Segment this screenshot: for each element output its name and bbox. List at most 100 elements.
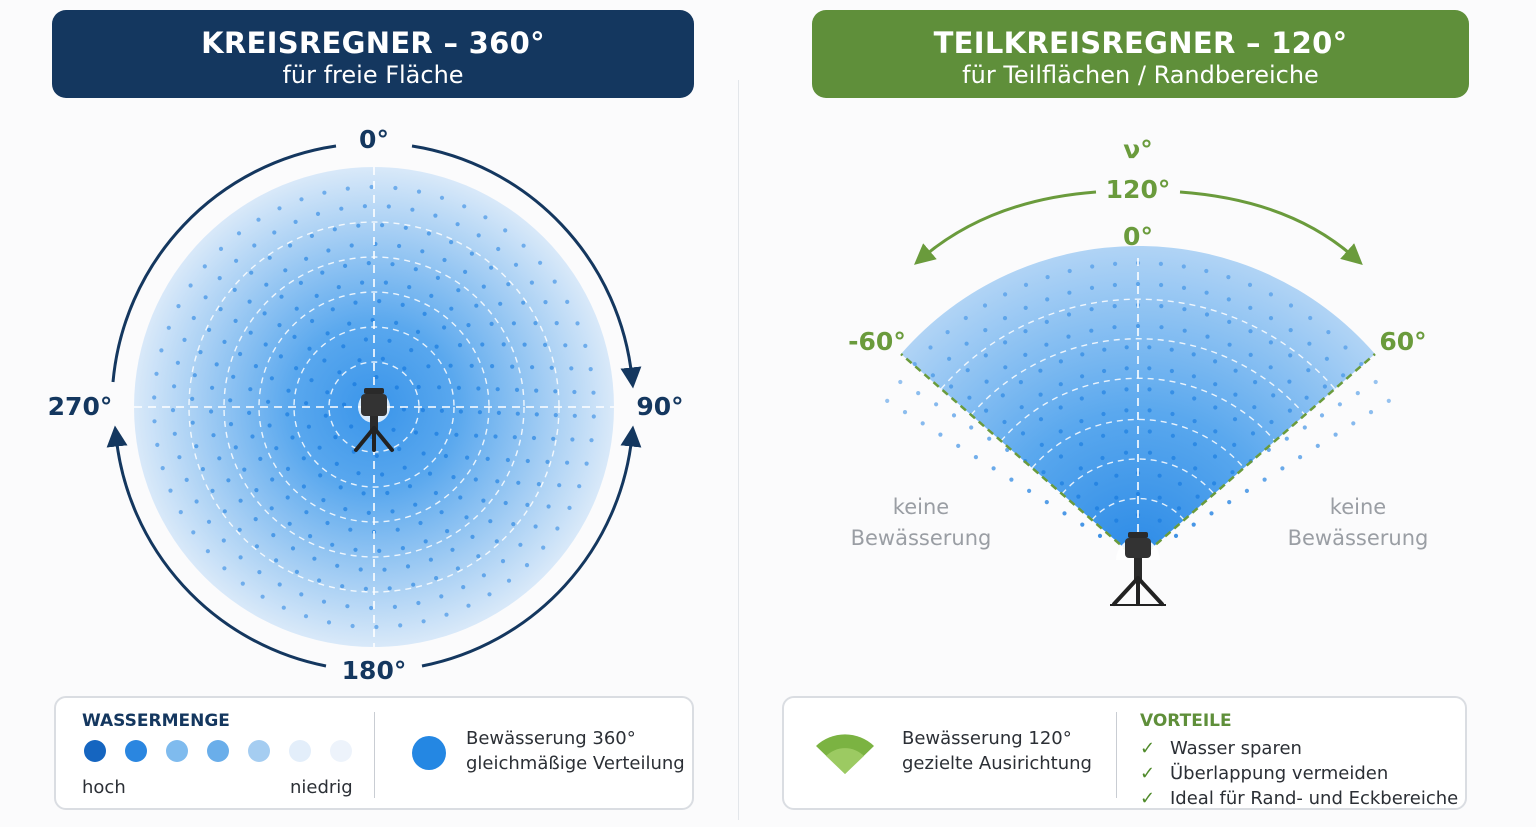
water-droplet [353, 300, 358, 305]
water-droplet [1059, 481, 1064, 486]
water-droplet [1373, 379, 1378, 385]
water-droplet [534, 412, 539, 417]
water-droplet [1045, 297, 1050, 302]
water-droplet [912, 362, 917, 367]
water-droplet [552, 279, 557, 284]
water-droplet [991, 466, 996, 471]
water-droplet [248, 387, 253, 392]
water-droplet [222, 566, 227, 571]
water-droplet [206, 519, 212, 524]
water-droplet [1306, 368, 1311, 373]
water-droplet [1113, 261, 1118, 266]
water-droplet [577, 484, 582, 489]
distance-arc [1061, 458, 1215, 495]
water-droplet [1147, 387, 1152, 392]
water-droplet [538, 260, 543, 265]
water-droplet [1230, 470, 1235, 475]
water-droplet [1076, 494, 1081, 499]
water-droplet [591, 414, 596, 419]
water-droplet [345, 186, 350, 191]
water-droplet [321, 599, 327, 604]
water-droplet [380, 223, 385, 228]
water-droplet [1080, 352, 1085, 357]
water-droplet [405, 564, 411, 569]
water-droplet [415, 329, 421, 334]
water-droplet [277, 582, 282, 587]
water-droplet [422, 311, 427, 316]
water-droplet [258, 456, 263, 461]
water-droplet [356, 223, 361, 228]
water-droplet [458, 409, 463, 414]
distance-arc [940, 298, 1336, 390]
water-droplet [392, 604, 397, 610]
water-droplet [1248, 352, 1253, 357]
water-droplet [256, 217, 261, 222]
water-droplet [1271, 393, 1276, 398]
water-droplet [583, 343, 588, 348]
water-droplet [287, 521, 292, 526]
water-droplet [397, 243, 402, 249]
water-droplet [498, 301, 503, 306]
water-droplet [1284, 436, 1289, 441]
water-droplet [1195, 494, 1200, 499]
water-droplet [1253, 380, 1258, 385]
water-droplet [1003, 292, 1008, 297]
water-droplet [203, 295, 208, 300]
water-droplet [349, 424, 354, 429]
water-droplet [1112, 282, 1117, 288]
water-amount-dot [289, 740, 311, 762]
water-droplet [361, 491, 366, 496]
water-droplet [337, 370, 342, 375]
water-droplet [325, 390, 330, 395]
water-droplet [198, 350, 203, 355]
water-droplet [531, 435, 537, 441]
water-droplet [1044, 319, 1049, 324]
water-droplet [477, 410, 482, 415]
water-droplet [444, 612, 449, 617]
scale-label-low: niedrig [290, 777, 353, 798]
water-droplet [1307, 341, 1312, 346]
water-droplet [357, 358, 362, 363]
water-droplet [500, 559, 506, 564]
water-droplet [1359, 362, 1364, 367]
water-droplet [1213, 405, 1218, 410]
water-droplet [434, 431, 439, 436]
water-droplet [285, 466, 291, 471]
water-droplet [928, 345, 933, 350]
water-droplet [390, 262, 395, 267]
water-droplet [314, 293, 319, 298]
water-droplet [490, 364, 495, 369]
water-droplet [1204, 312, 1210, 317]
water-droplet [455, 566, 460, 571]
water-droplet [1269, 419, 1274, 425]
water-droplet [1227, 500, 1232, 505]
water-droplet [536, 482, 542, 487]
water-droplet [1002, 316, 1008, 321]
water-droplet [501, 342, 506, 347]
water-droplet [338, 485, 343, 490]
water-droplet [309, 378, 314, 383]
water-droplet [326, 620, 332, 625]
water-droplet [1038, 368, 1043, 373]
water-droplet [178, 509, 183, 515]
no-irrigation-left-line1: keine [893, 495, 949, 519]
water-droplet [233, 445, 238, 450]
water-droplet [1002, 419, 1007, 425]
water-droplet [521, 300, 526, 305]
water-droplet [1248, 329, 1253, 334]
water-droplet [421, 451, 426, 456]
water-droplet [345, 604, 350, 609]
water-droplet [304, 256, 309, 261]
water-droplet [572, 413, 577, 418]
water-droplet [569, 366, 574, 371]
water-droplet [1124, 387, 1129, 392]
water-droplet [322, 190, 327, 195]
water-droplet [307, 346, 312, 351]
water-droplet [154, 371, 159, 376]
water-droplet [1079, 396, 1084, 401]
water-droplet [1080, 522, 1085, 527]
water-droplet [210, 385, 215, 390]
water-droplet [250, 434, 255, 439]
range-arrows [914, 190, 1363, 265]
water-droplet [964, 341, 969, 346]
